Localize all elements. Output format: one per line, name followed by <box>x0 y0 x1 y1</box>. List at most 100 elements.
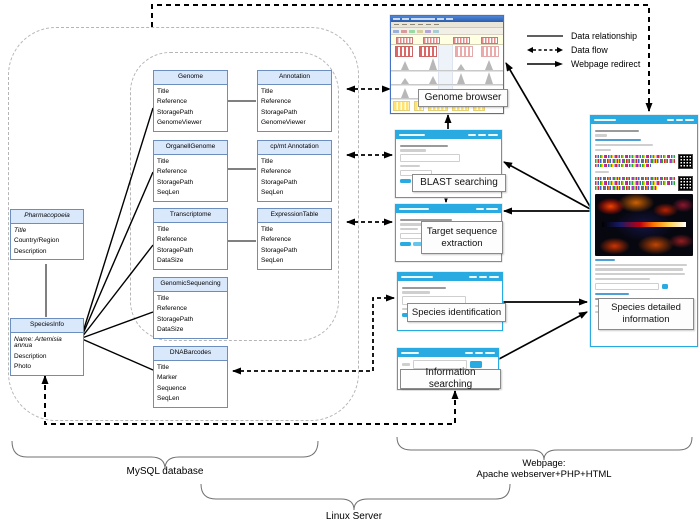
table-field: Name: Artemisia annua <box>14 335 62 349</box>
table-genome: Genome Title Reference StoragePath Genom… <box>153 70 228 132</box>
label-species-identification: Species identification <box>407 303 506 322</box>
qr-code <box>678 153 693 169</box>
table-title: ExpressionTable <box>258 209 331 223</box>
genome-browser-ruler <box>391 35 503 45</box>
table-title: OrganellGenome <box>154 141 227 155</box>
legend-item-data-relationship: Data relationship <box>526 29 640 43</box>
dna-barcode-strip <box>595 163 651 168</box>
table-transcriptome: Transcriptome Title Reference StoragePat… <box>153 208 228 270</box>
table-field: Description <box>14 247 47 255</box>
table-field: StoragePath <box>261 178 298 186</box>
search-button <box>470 361 482 368</box>
heat-block <box>395 46 413 57</box>
barcode-section-2 <box>595 175 693 191</box>
species-search-button <box>662 284 668 290</box>
table-field: StoragePath <box>157 178 194 186</box>
dna-barcode-strip <box>595 176 675 181</box>
table-dnabarcodes: DNABarcodes Title Marker Sequence SeqLen <box>153 346 228 408</box>
site-title-bar <box>399 133 425 137</box>
table-field: Title <box>261 157 274 165</box>
table-field: Title <box>157 363 170 371</box>
table-field: Reference <box>157 168 187 175</box>
table-field: DataSize <box>157 257 184 264</box>
table-field: SeqLen <box>261 189 284 196</box>
heatmap-colorbar <box>601 222 687 228</box>
dashed-double-arrow-sample-icon <box>527 47 563 53</box>
table-field: StoragePath <box>157 108 194 116</box>
distribution-heatmap <box>595 193 693 256</box>
site-title-bar <box>594 118 616 122</box>
label-target-sequence-extraction: Target sequence extraction <box>421 221 503 254</box>
heat-block <box>419 46 437 57</box>
table-field: Reference <box>261 236 291 243</box>
table-title: cp/mt Annotation <box>258 141 331 155</box>
label-species-detailed-information: Species detailed information <box>598 298 694 330</box>
table-expressiontable: ExpressionTable Title Reference StorageP… <box>257 208 332 270</box>
table-speciesinfo: SpeciesInfo Name: Artemisia annua Descri… <box>10 318 84 376</box>
dna-barcode-strip <box>595 159 675 163</box>
site-title-bar <box>399 207 429 211</box>
table-field: SeqLen <box>157 189 180 196</box>
page-header <box>396 131 501 139</box>
sequence-input <box>400 154 460 163</box>
label-information-searching: Information searching <box>400 367 501 390</box>
table-field: Reference <box>261 98 291 105</box>
page-header <box>396 205 501 213</box>
table-field: Sequence <box>157 384 187 392</box>
table-field: GenomeViewer <box>261 119 306 126</box>
table-field: StoragePath <box>261 246 298 254</box>
table-field: Title <box>157 87 170 95</box>
table-field: StoragePath <box>157 315 194 323</box>
table-field: Marker <box>157 374 178 381</box>
linux-server-label: Linux Server <box>325 511 383 522</box>
table-field: Photo <box>14 363 31 370</box>
page-header <box>398 273 502 281</box>
legend: Data relationship Data flow Webpage redi… <box>526 29 640 71</box>
clear-button <box>413 241 422 247</box>
legend-label: Data relationship <box>571 31 638 41</box>
table-pharmacopoeia: Pharmacopoeia Title Country/Region Descr… <box>10 209 84 260</box>
table-genomicsequencing: GenomicSequencing Title Reference Storag… <box>153 277 228 339</box>
table-field: SeqLen <box>261 257 284 264</box>
table-field: Reference <box>157 305 187 312</box>
legend-label: Data flow <box>571 45 608 55</box>
table-title: Transcriptome <box>154 209 227 223</box>
table-field: Reference <box>157 98 187 105</box>
site-title-bar <box>401 275 433 279</box>
table-field: StoragePath <box>157 246 194 254</box>
page-header <box>591 116 697 124</box>
mysql-database-label: MySQL database <box>126 466 204 477</box>
table-field: Title <box>157 294 170 302</box>
table-field: Reference <box>261 168 291 175</box>
heat-block <box>481 46 499 57</box>
table-field: GenomeViewer <box>157 119 202 126</box>
legend-item-webpage-redirect: Webpage redirect <box>526 57 640 71</box>
page-header <box>398 349 498 357</box>
webpage-label-line2: Apache webserver+PHP+HTML <box>476 469 612 480</box>
table-field: DataSize <box>157 326 184 333</box>
dna-barcode-strip <box>595 186 658 190</box>
table-field: StoragePath <box>261 108 298 116</box>
table-title: SpeciesInfo <box>11 319 83 333</box>
solid-arrow-sample-icon <box>527 61 563 67</box>
table-organellgenome: OrganellGenome Title Reference StoragePa… <box>153 140 228 202</box>
table-field: Title <box>157 157 170 165</box>
table-title: GenomicSequencing <box>154 278 227 292</box>
table-field: Title <box>261 87 274 95</box>
table-title: DNABarcodes <box>154 347 227 361</box>
webpage-label-line1: Webpage: <box>522 458 566 469</box>
extract-button <box>400 241 411 247</box>
webpage-stack-label: Webpage: Apache webserver+PHP+HTML <box>444 458 644 480</box>
table-field: Title <box>157 225 170 233</box>
table-field: Reference <box>157 236 187 243</box>
species-search-input <box>595 283 659 291</box>
barcode-section-1 <box>595 153 693 169</box>
table-annotation: Annotation Title Reference StoragePath G… <box>257 70 332 132</box>
table-cpmt-annotation: cp/mt Annotation Title Reference Storage… <box>257 140 332 202</box>
species-identification-screenshot <box>397 272 503 331</box>
genome-browser-toolbar <box>391 28 503 35</box>
label-blast-searching: BLAST searching <box>412 174 506 192</box>
heat-block <box>455 46 473 57</box>
table-field: SeqLen <box>157 395 180 402</box>
